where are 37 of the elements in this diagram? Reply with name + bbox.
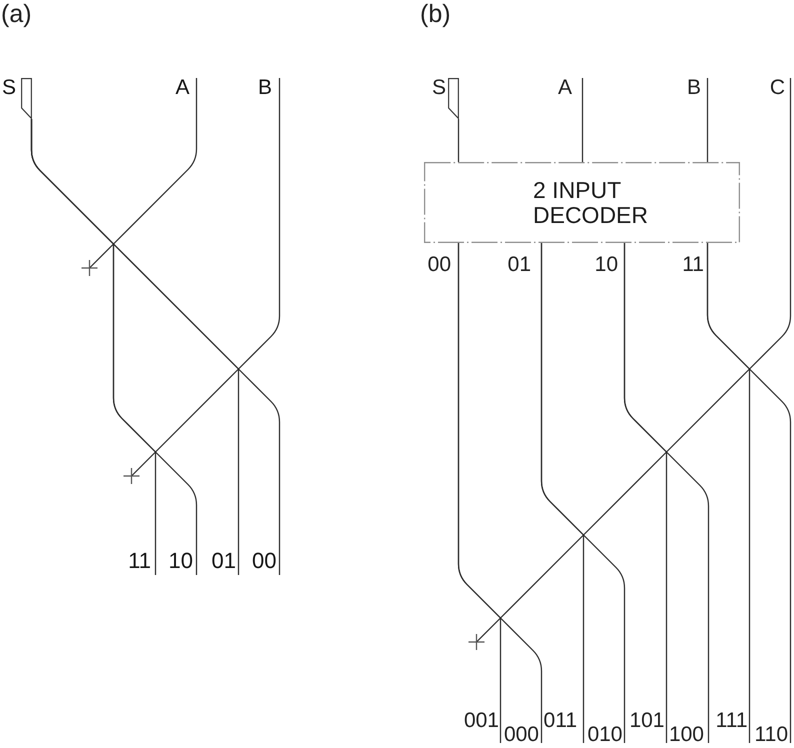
- signal-line: [468, 78, 792, 651]
- output-label: 110: [754, 724, 788, 745]
- pin-label: 10: [594, 254, 618, 275]
- pin-label: 11: [682, 254, 704, 275]
- pin-label: 00: [428, 254, 451, 275]
- signal-label: S: [2, 77, 16, 98]
- signal-label: A: [558, 77, 572, 98]
- output-label: 01: [212, 550, 236, 572]
- signal-line: [122, 78, 280, 485]
- pin-label: 01: [508, 254, 531, 275]
- output-label: 101: [629, 710, 664, 731]
- signal-label: A: [175, 77, 190, 98]
- output-label: 11: [128, 550, 151, 572]
- output-label: 111: [716, 710, 748, 731]
- signal-line: [540, 243, 626, 743]
- signal-label: B: [686, 77, 701, 98]
- signal-line: [30, 119, 156, 575]
- output-label: 10: [168, 550, 193, 572]
- panel-label: (a): [1, 2, 32, 27]
- output-label: 100: [668, 724, 704, 745]
- output-label: 001: [464, 710, 499, 731]
- output-label: 000: [504, 724, 539, 745]
- signal-line: [458, 119, 460, 162]
- signal-line: [624, 243, 710, 743]
- signal-line: [80, 78, 198, 277]
- signal-line: [706, 78, 708, 162]
- output-label: 00: [252, 550, 276, 572]
- output-label: 011: [544, 710, 577, 731]
- signal-label: S: [432, 77, 446, 98]
- signal-label: B: [258, 77, 272, 98]
- signal-line: [706, 243, 792, 743]
- signal-label: C: [770, 77, 785, 98]
- panel-label: (b): [420, 2, 451, 27]
- signal-line: [458, 243, 542, 743]
- signal-line: [582, 78, 584, 162]
- block-title: 2 INPUT DECODER: [533, 178, 650, 228]
- output-label: 010: [587, 724, 622, 745]
